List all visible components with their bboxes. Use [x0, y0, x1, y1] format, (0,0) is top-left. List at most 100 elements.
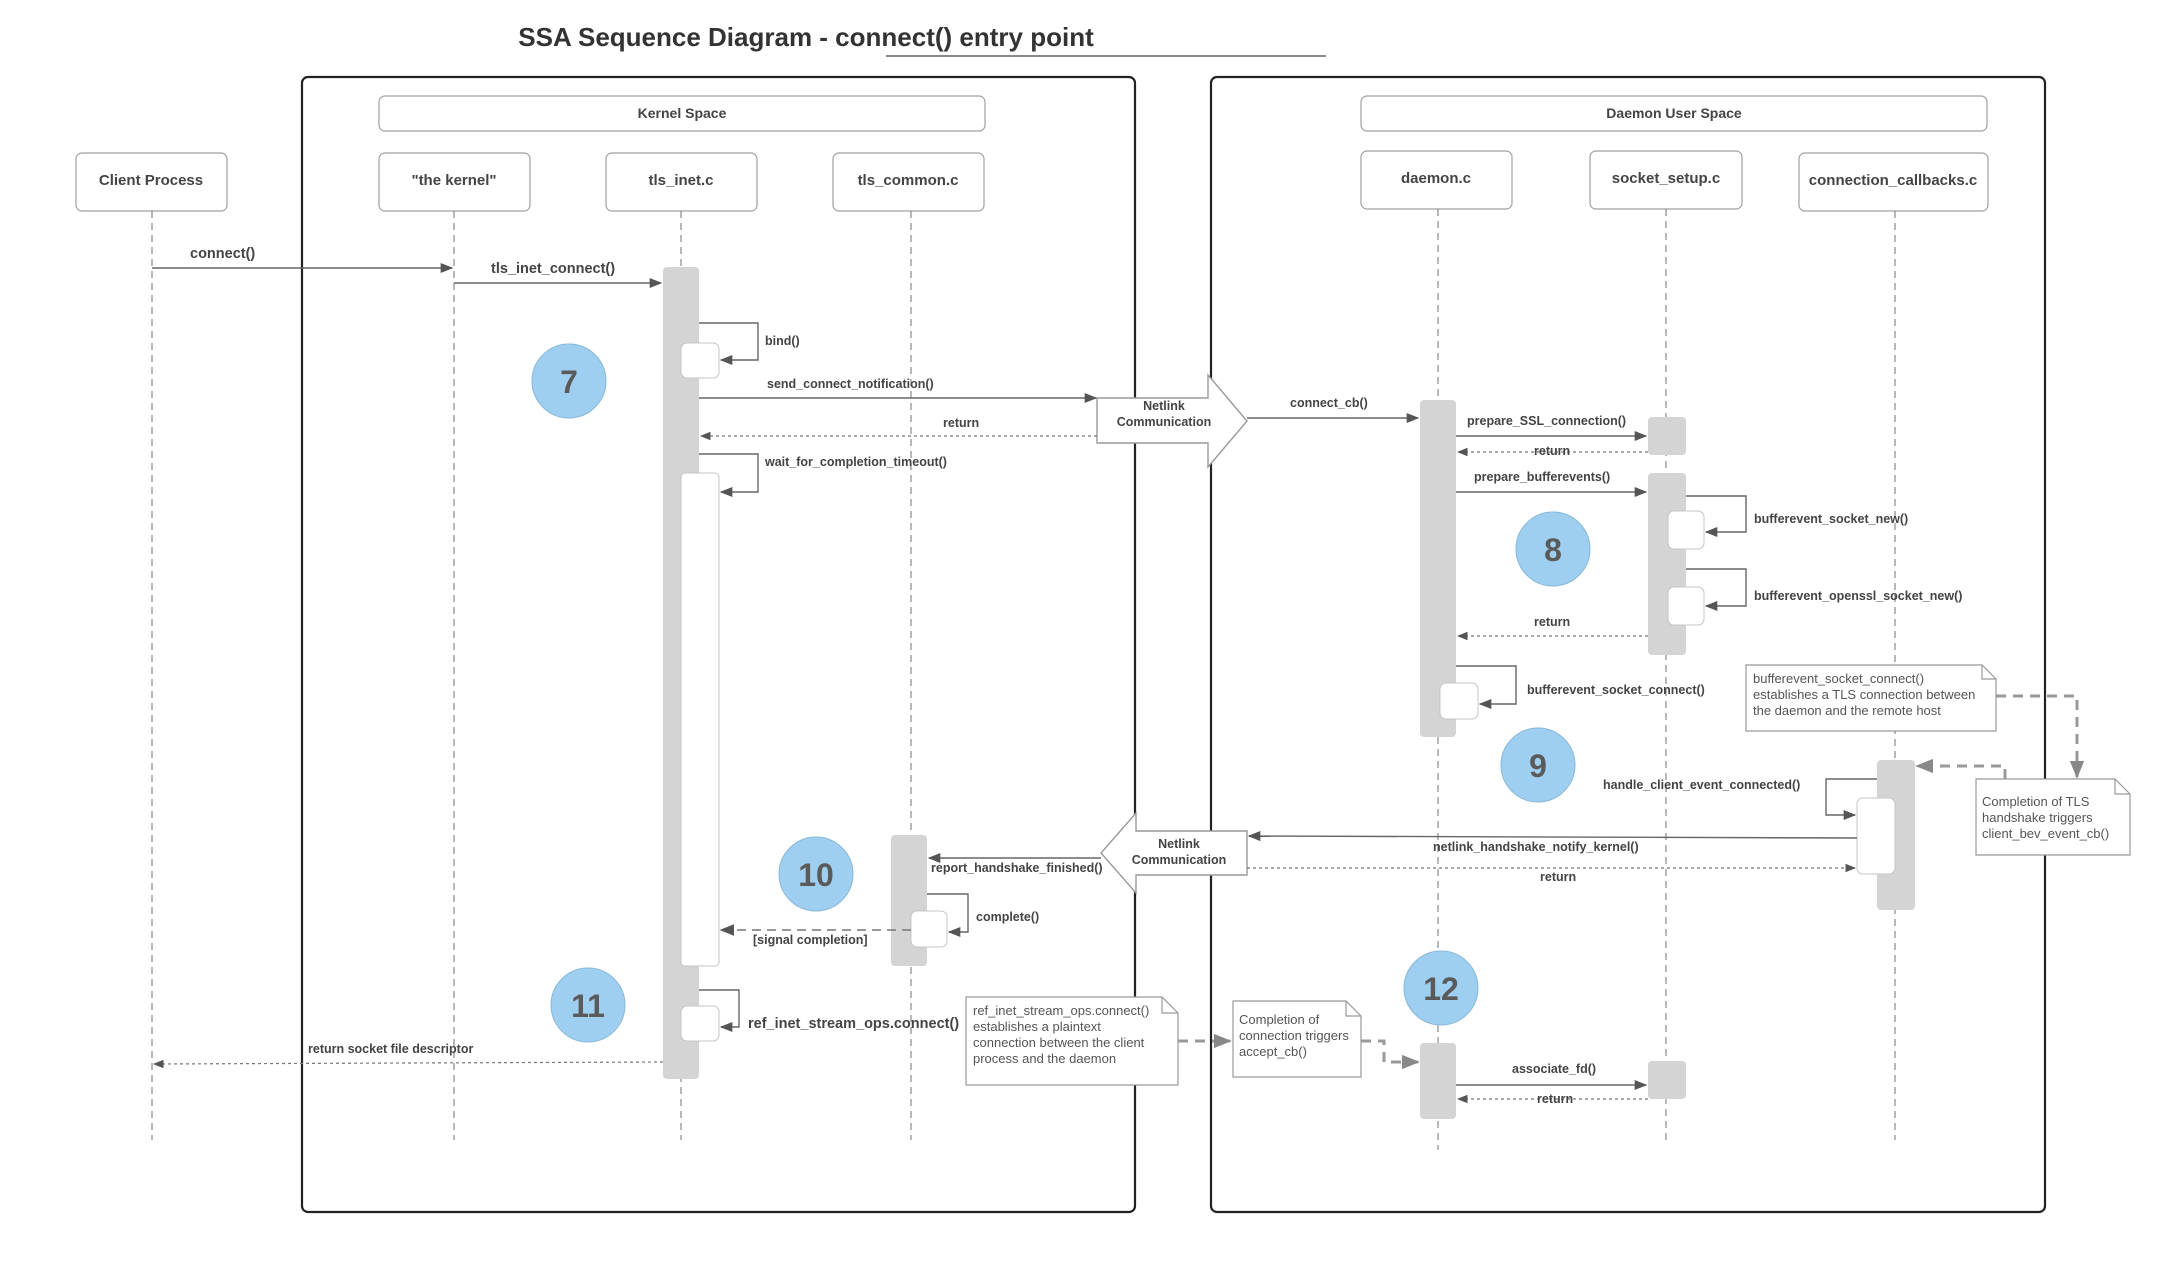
daemon-space-label: Daemon User Space	[1606, 105, 1742, 121]
step-number: 10	[798, 857, 834, 893]
step-number: 11	[571, 988, 605, 1024]
kernel-space-header	[378, 95, 986, 132]
note-line: Completion of	[1239, 1012, 1320, 1027]
step-badge-7: 7	[531, 343, 607, 419]
note-line: the daemon and the remote host	[1753, 703, 1941, 718]
activation-socket-setup-assoc	[1648, 1061, 1686, 1099]
message-signal-completion: [signal completion]	[719, 924, 911, 947]
message-report-handshake-finished: report_handshake_finished()	[927, 852, 1103, 875]
message-label: return	[1537, 1092, 1573, 1106]
daemon-space-frame	[1209, 75, 2047, 1214]
message-label: bind()	[765, 334, 800, 348]
message-label: associate_fd()	[1512, 1062, 1596, 1076]
message-label: [signal completion]	[753, 933, 868, 947]
participant-label: connection_callbacks.c	[1809, 172, 1977, 189]
participant-tls-inet: tls_inet.c	[605, 152, 758, 212]
message-bind: bind()	[699, 322, 800, 366]
step-badge-9: 9	[1500, 727, 1576, 803]
step-badge-11: 11	[550, 967, 626, 1043]
message-label: bufferevent_socket_connect()	[1527, 683, 1705, 697]
message-label: send_connect_notification()	[767, 377, 934, 391]
step-badge-10: 10	[778, 836, 854, 912]
message-bufferevent-socket-new: bufferevent_socket_new()	[1686, 495, 1908, 538]
activation-socket-setup-bev	[1648, 473, 1686, 655]
message-label: prepare_bufferevents()	[1474, 470, 1610, 484]
participant-connection-callbacks: connection_callbacks.c	[1798, 152, 1989, 212]
message-tls-inet-connect: tls_inet_connect()	[454, 261, 663, 289]
message-prepare-ssl: prepare_SSL_connection()	[1456, 414, 1648, 442]
participant-label: socket_setup.c	[1612, 170, 1720, 187]
message-label: bufferevent_openssl_socket_new()	[1754, 589, 1962, 603]
message-label: connect_cb()	[1290, 396, 1368, 410]
message-handle-client-event-connected: handle_client_event_connected()	[1603, 778, 1877, 821]
connector-tls-note-to-callbacks	[1915, 758, 2007, 779]
message-netlink-handshake-notify-kernel: netlink_handshake_notify_kernel()	[1247, 830, 1858, 854]
step-number: 12	[1423, 971, 1459, 1007]
message-connect: connect()	[152, 246, 454, 274]
message-return-1: return	[699, 416, 1097, 441]
message-label: connect()	[190, 246, 255, 262]
message-label: netlink_handshake_notify_kernel()	[1433, 840, 1639, 854]
step-number: 8	[1544, 532, 1562, 568]
message-return-socket-fd: return socket file descriptor	[152, 1042, 664, 1069]
note-line: process and the daemon	[973, 1051, 1116, 1066]
note-bev-connect: bufferevent_socket_connect() establishes…	[1745, 664, 1997, 732]
step-badge-8: 8	[1515, 511, 1591, 587]
activation-daemon-accept	[1420, 1043, 1456, 1119]
netlink-label-line2: Communication	[1117, 415, 1211, 429]
netlink-communication-bottom: Netlink Communication	[1100, 811, 1248, 895]
participant-label: tls_common.c	[858, 172, 959, 189]
message-label: tls_inet_connect()	[491, 261, 615, 277]
activation-daemon	[1420, 400, 1456, 737]
note-tls-handshake: Completion of TLS handshake triggers cli…	[1975, 778, 2131, 856]
netlink-communication-top: Netlink Communication	[1096, 373, 1248, 469]
message-return-4: return	[1247, 863, 1857, 884]
message-return-2: return	[1456, 444, 1648, 458]
participant-socket-setup: socket_setup.c	[1589, 150, 1743, 210]
activation-tls-common-complete	[910, 910, 948, 948]
message-complete: complete()	[927, 893, 1039, 938]
message-label: ref_inet_stream_ops.connect()	[748, 1016, 959, 1032]
message-label: handle_client_event_connected()	[1603, 778, 1800, 792]
connector-bev-to-tls-note	[1996, 694, 2085, 779]
note-line: ref_inet_stream_ops.connect()	[973, 1003, 1149, 1018]
message-label: prepare_SSL_connection()	[1467, 414, 1626, 428]
message-label: complete()	[976, 910, 1039, 924]
note-line: client_bev_event_cb()	[1982, 826, 2109, 841]
step-number: 7	[560, 364, 578, 400]
step-number: 9	[1529, 748, 1547, 784]
message-label: return	[1534, 615, 1570, 629]
activation-socket-setup-ssl	[1648, 417, 1686, 455]
message-send-connect-notification: send_connect_notification()	[699, 377, 1098, 404]
message-label: return	[943, 416, 979, 430]
note-ref-inet: ref_inet_stream_ops.connect() establishe…	[965, 996, 1179, 1086]
activation-socket-setup-bev-new	[1667, 510, 1705, 550]
message-ref-inet-stream-ops-connect: ref_inet_stream_ops.connect()	[699, 989, 959, 1033]
activation-socket-setup-openssl	[1667, 586, 1705, 626]
diagram-title: SSA Sequence Diagram - connect() entry p…	[518, 22, 1094, 52]
activation-daemon-bev-connect	[1439, 682, 1479, 720]
message-label: report_handshake_finished()	[931, 861, 1103, 875]
participant-tls-common: tls_common.c	[832, 152, 985, 212]
message-prepare-bufferevents: prepare_bufferevents()	[1456, 470, 1648, 498]
kernel-space-label: Kernel Space	[638, 105, 727, 121]
netlink-label-line2: Communication	[1132, 853, 1226, 867]
participant-client-process: Client Process	[75, 152, 228, 212]
netlink-label-line1: Netlink	[1158, 837, 1200, 851]
message-label: return	[1540, 870, 1576, 884]
participant-label: "the kernel"	[411, 172, 496, 189]
message-return-3: return	[1456, 615, 1648, 641]
note-line: handshake triggers	[1982, 810, 2093, 825]
netlink-label-line1: Netlink	[1143, 399, 1185, 413]
participant-daemon: daemon.c	[1360, 150, 1513, 210]
message-associate-fd: associate_fd()	[1456, 1062, 1648, 1091]
participant-label: tls_inet.c	[648, 172, 713, 189]
note-line: connection between the client	[973, 1035, 1145, 1050]
message-label: bufferevent_socket_new()	[1754, 512, 1908, 526]
message-label: return socket file descriptor	[308, 1042, 473, 1056]
message-label: wait_for_completion_timeout()	[764, 455, 947, 469]
message-connect-cb: connect_cb()	[1247, 396, 1420, 424]
kernel-space-frame	[300, 75, 1137, 1214]
note-line: connection triggers	[1239, 1028, 1349, 1043]
